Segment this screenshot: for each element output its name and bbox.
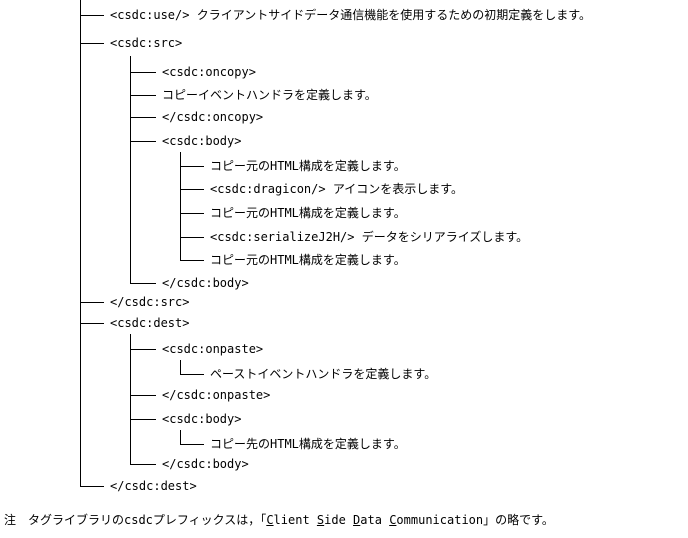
tree-line-csdc-dest-open: <csdc:dest> bbox=[110, 316, 190, 330]
tree-line-oncopy-close: </csdc:oncopy> bbox=[162, 110, 264, 124]
footnote: 注 タグライブラリのcsdcプレフィックスは，「Client Side Data… bbox=[4, 512, 554, 528]
tree-line-onpaste-desc: ペーストイベントハンドラを定義します。 bbox=[210, 367, 437, 381]
footnote-word-client: lient bbox=[273, 513, 317, 527]
footnote-letter-d: D bbox=[353, 513, 361, 527]
tree-line-serialize: <csdc:serializeJ2H/> データをシリアライズします。 bbox=[210, 230, 529, 244]
footnote-word-side: ide bbox=[324, 513, 354, 527]
tree-line-csdc-use: <csdc:use/> クライアントサイドデータ通信機能を使用するための初期定義… bbox=[110, 8, 592, 22]
tree-line-csdc-src-open: <csdc:src> bbox=[110, 36, 183, 50]
tree-line-src-html-1: コピー元のHTML構成を定義します。 bbox=[210, 159, 406, 173]
tree-line-onpaste-open: <csdc:onpaste> bbox=[162, 342, 264, 356]
tree-line-oncopy-desc: コピーイベントハンドラを定義します。 bbox=[162, 88, 377, 102]
footnote-letter-s: S bbox=[316, 513, 325, 527]
footnote-suffix: 」の略です。 bbox=[483, 513, 554, 527]
tree-line-onpaste-close: </csdc:onpaste> bbox=[162, 388, 271, 402]
tree-line-dest-body-close: </csdc:body> bbox=[162, 457, 249, 471]
tree-line-dest-html: コピー先のHTML構成を定義します。 bbox=[210, 437, 406, 451]
tree-line-csdc-src-close: </csdc:src> bbox=[110, 295, 190, 309]
tree-line-dragicon: <csdc:dragicon/> アイコンを表示します。 bbox=[210, 182, 464, 196]
tree-line-dest-body-open: <csdc:body> bbox=[162, 412, 242, 426]
tree-line-src-body-close: </csdc:body> bbox=[162, 276, 249, 290]
tree-line-src-html-2: コピー元のHTML構成を定義します。 bbox=[210, 206, 406, 220]
footnote-word-communication: ommunication bbox=[396, 513, 484, 527]
tree-line-oncopy-open: <csdc:oncopy> bbox=[162, 65, 256, 79]
tree-line-src-body-open: <csdc:body> bbox=[162, 134, 242, 148]
footnote-word-data: ata bbox=[360, 513, 390, 527]
tree-line-csdc-dest-close: </csdc:dest> bbox=[110, 479, 197, 493]
footnote-prefix: 注 タグライブラリのcsdcプレフィックスは，「 bbox=[4, 513, 267, 527]
footnote-letter-c: C bbox=[266, 513, 274, 527]
tree-line-src-html-3: コピー元のHTML構成を定義します。 bbox=[210, 253, 406, 267]
footnote-letter-c2: C bbox=[389, 513, 397, 527]
